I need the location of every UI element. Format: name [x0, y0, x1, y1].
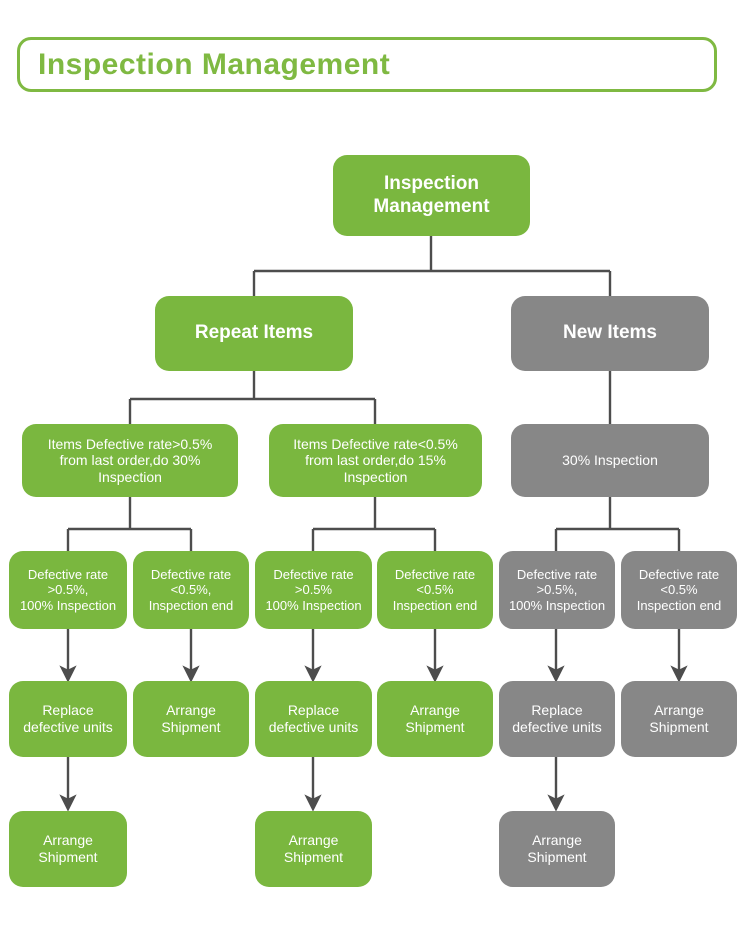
node-label: Arrange Shipment: [38, 832, 98, 865]
node-label: Defective rate >0.5%, 100% Inspection: [508, 567, 606, 613]
node-l5-arrange-3[interactable]: Arrange Shipment: [621, 681, 737, 757]
node-label: Repeat Items: [194, 322, 314, 344]
node-label: Arrange Shipment: [527, 832, 587, 865]
node-l4-defective-lt-1[interactable]: Defective rate <0.5%, Inspection end: [133, 551, 249, 629]
node-l4-defective-lt-3[interactable]: Defective rate <0.5% Inspection end: [621, 551, 737, 629]
node-label: Defective rate >0.5% 100% Inspection: [265, 567, 362, 613]
node-l5-replace-3[interactable]: Replace defective units: [499, 681, 615, 757]
node-label: Replace defective units: [23, 702, 113, 735]
node-repeat-defective-gt-half[interactable]: Items Defective rate>0.5% from last orde…: [22, 424, 238, 497]
node-l4-defective-gt-2[interactable]: Defective rate >0.5% 100% Inspection: [255, 551, 372, 629]
node-new-30-percent-inspection[interactable]: 30% Inspection: [511, 424, 709, 497]
node-label: Replace defective units: [268, 702, 359, 735]
node-l6-arrange-2[interactable]: Arrange Shipment: [255, 811, 372, 887]
node-l6-arrange-3[interactable]: Arrange Shipment: [499, 811, 615, 887]
node-label: Inspection Management: [373, 173, 490, 217]
node-l5-replace-2[interactable]: Replace defective units: [255, 681, 372, 757]
node-repeat-defective-lt-half[interactable]: Items Defective rate<0.5% from last orde…: [269, 424, 482, 497]
node-label: Defective rate <0.5% Inspection end: [392, 567, 478, 613]
node-label: Items Defective rate<0.5% from last orde…: [293, 435, 458, 485]
node-label: New Items: [563, 322, 657, 344]
page-title: Inspection Management: [38, 47, 391, 81]
node-new-items[interactable]: New Items: [511, 296, 709, 371]
node-l5-arrange-2[interactable]: Arrange Shipment: [377, 681, 493, 757]
node-label: Arrange Shipment: [161, 702, 221, 735]
node-l4-defective-gt-1[interactable]: Defective rate >0.5%, 100% Inspection: [9, 551, 127, 629]
node-l4-defective-gt-3[interactable]: Defective rate >0.5%, 100% Inspection: [499, 551, 615, 629]
node-inspection-management[interactable]: Inspection Management: [333, 155, 530, 236]
node-label: Items Defective rate>0.5% from last orde…: [47, 435, 213, 485]
node-label: Defective rate <0.5%, Inspection end: [148, 567, 234, 613]
node-label: Defective rate >0.5%, 100% Inspection: [19, 567, 117, 613]
node-label: Arrange Shipment: [405, 702, 465, 735]
node-label: Defective rate <0.5% Inspection end: [636, 567, 722, 613]
node-label: Replace defective units: [512, 702, 602, 735]
page-header-banner: Inspection Management: [17, 37, 717, 92]
node-l5-replace-1[interactable]: Replace defective units: [9, 681, 127, 757]
node-l5-arrange-1[interactable]: Arrange Shipment: [133, 681, 249, 757]
node-l6-arrange-1[interactable]: Arrange Shipment: [9, 811, 127, 887]
node-label: 30% Inspection: [562, 452, 658, 469]
node-label: Arrange Shipment: [283, 832, 344, 865]
node-l4-defective-lt-2[interactable]: Defective rate <0.5% Inspection end: [377, 551, 493, 629]
node-repeat-items[interactable]: Repeat Items: [155, 296, 353, 371]
node-label: Arrange Shipment: [649, 702, 709, 735]
